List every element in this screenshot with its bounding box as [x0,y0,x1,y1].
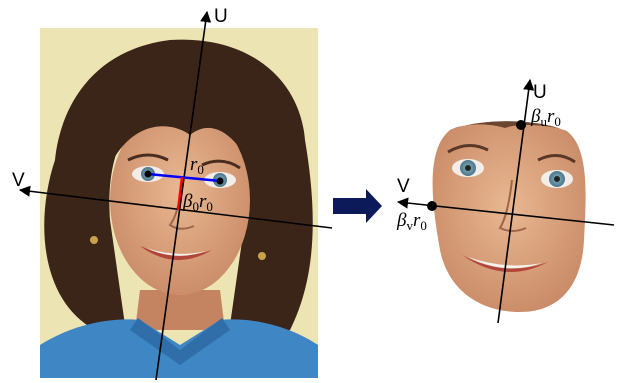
beta0-r0-label: β0r0 [182,191,213,214]
crop-nose [498,179,527,232]
right-u-axis [497,78,535,324]
r0-label: r0 [190,154,204,177]
transform-arrow [333,189,382,223]
crop-right-eye-iris [549,171,565,187]
right-face-crop [432,121,586,312]
crop-teeth [468,257,542,269]
neck-shape [135,290,225,330]
beta0-line [176,176,184,211]
crop-right-brow [537,154,576,164]
collar-shape [130,318,230,365]
left-u-axis [155,10,212,381]
teeth-shape [146,248,206,256]
crop-left-eye-iris [460,160,476,176]
beta-u-r0-label: βur0 [530,106,561,129]
earring-right [258,252,266,260]
beta-v-point [427,201,437,211]
right-u-label: U [533,82,547,103]
left-eye-point [144,170,152,178]
earring-left [90,236,98,244]
right-brow [201,159,241,170]
beta-v-r0-label: βvr0 [396,210,427,233]
left-v-label: V [12,170,25,191]
mouth-shape [140,246,212,261]
bangs-shape [107,71,257,175]
r0-line [147,172,221,183]
left-v-axis [18,185,333,229]
cropped-hair-top [450,121,568,132]
left-face-photo [40,28,318,378]
shirt-shape [40,319,318,378]
crop-left-brow [447,144,489,154]
right-eye-point [216,177,224,185]
left-brow [127,153,169,162]
right-v-label: V [397,176,410,197]
left-u-label: U [214,6,228,27]
crop-mouth [462,255,548,272]
beta-u-point [516,120,526,130]
